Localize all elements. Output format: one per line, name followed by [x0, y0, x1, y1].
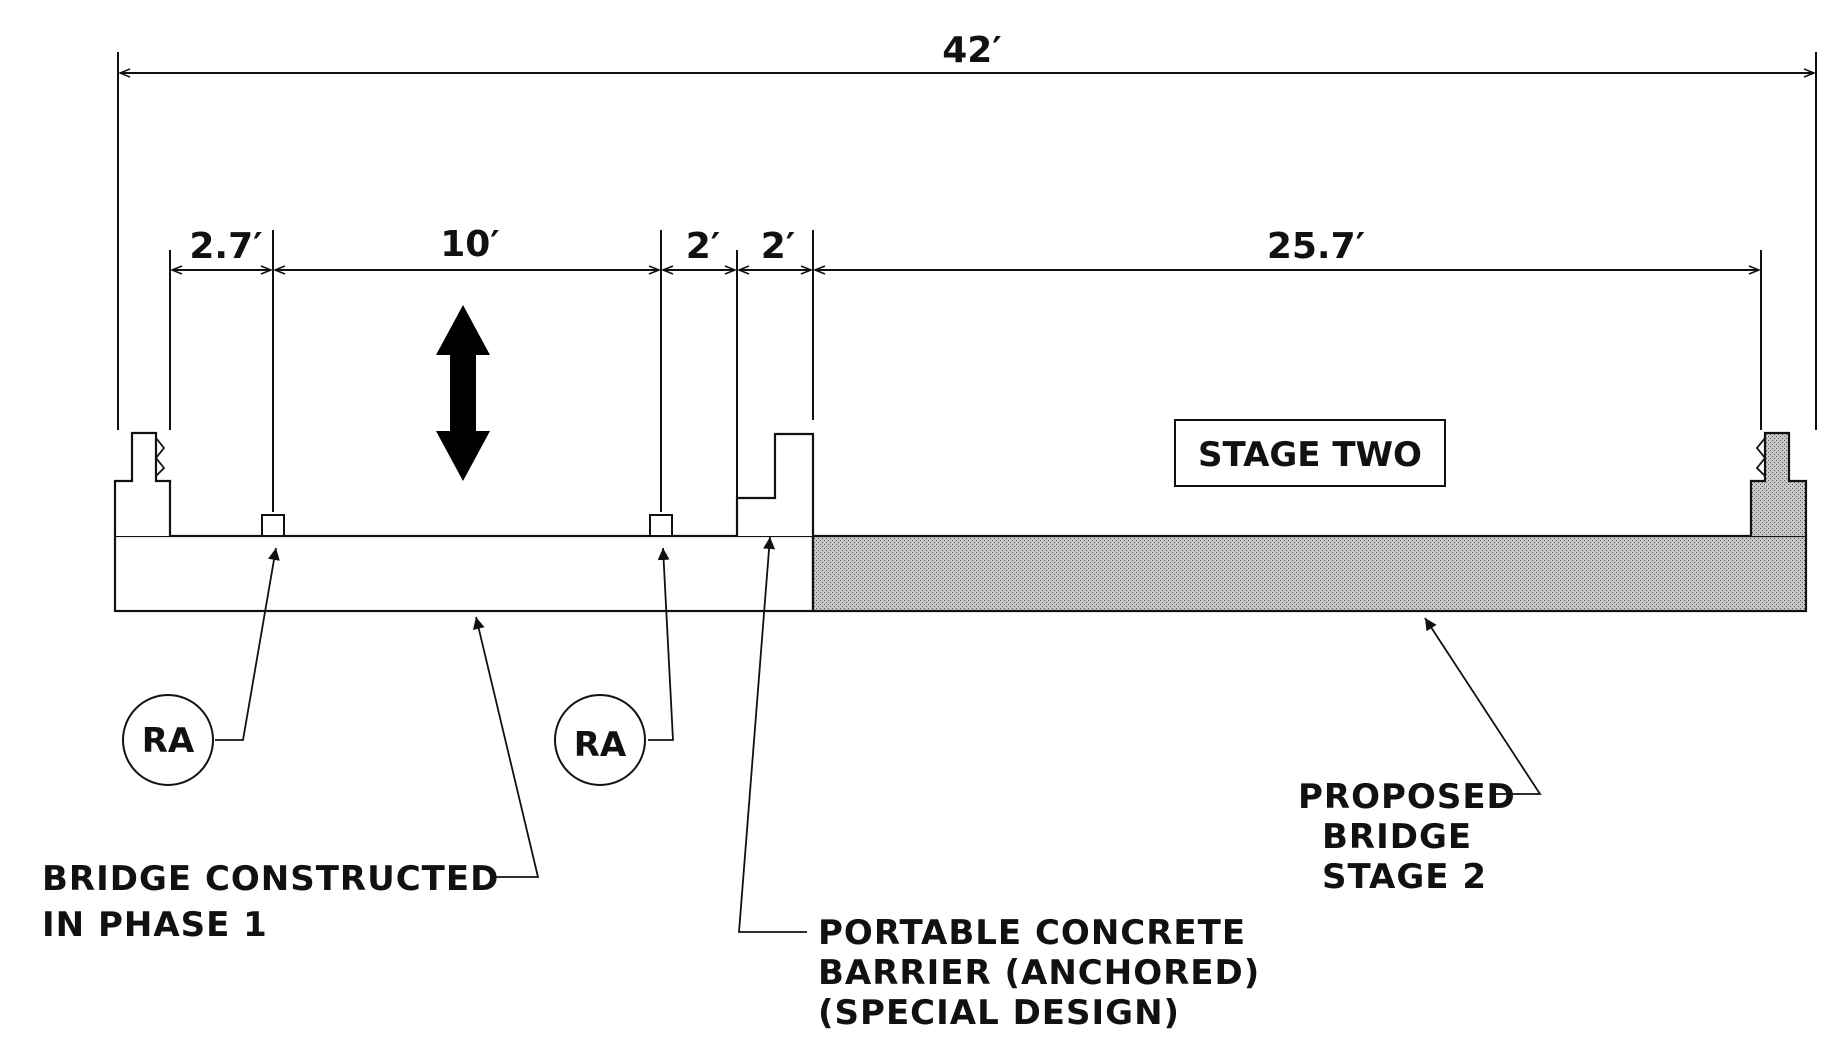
right-parapet-notch — [1755, 437, 1767, 477]
overall-dimension-label: 42′ — [942, 30, 1002, 71]
dimension-label-25-7: 25.7′ — [1267, 226, 1365, 267]
leader-proposed — [1424, 617, 1542, 795]
ra-label-right: RA — [574, 725, 627, 765]
raised-marker-left — [261, 514, 285, 537]
stage-two-box — [1174, 419, 1446, 487]
proposed-callout-line1: PROPOSED — [1298, 777, 1516, 817]
raised-marker-right — [649, 514, 673, 537]
portable-concrete-barrier — [735, 432, 815, 536]
barrier-callout-line3: (SPECIAL DESIGN) — [818, 993, 1180, 1033]
dimension-label-2b: 2′ — [761, 226, 796, 267]
proposed-callout-line2: BRIDGE — [1322, 817, 1472, 857]
stage-two-label: STAGE TWO — [1198, 435, 1422, 475]
dimension-label-2-7: 2.7′ — [189, 226, 262, 267]
phase1-callout-line1: BRIDGE CONSTRUCTED — [42, 859, 499, 899]
right-parapet — [1749, 431, 1808, 536]
barrier-callout-line1: PORTABLE CONCRETE — [818, 913, 1246, 953]
dimension-label-10: 10′ — [440, 224, 500, 265]
proposed-callout-line3: STAGE 2 — [1322, 857, 1487, 897]
double-arrow-vertical-icon — [436, 305, 490, 481]
leader-ra-right — [648, 547, 674, 741]
left-parapet-notch — [154, 437, 166, 477]
dimension-label-2a: 2′ — [686, 226, 721, 267]
stage2-deck — [811, 534, 1808, 613]
barrier-callout-line2: BARRIER (ANCHORED) — [818, 953, 1260, 993]
phase1-deck — [113, 534, 815, 613]
leader-ra-left — [215, 547, 280, 741]
phase1-callout-line2: IN PHASE 1 — [42, 905, 268, 945]
leader-phase1 — [472, 616, 540, 878]
leader-barrier — [738, 536, 807, 933]
ra-circle-right — [554, 694, 646, 786]
ra-circle-left — [122, 694, 214, 786]
ra-label-left: RA — [142, 721, 195, 761]
left-parapet — [113, 431, 172, 536]
